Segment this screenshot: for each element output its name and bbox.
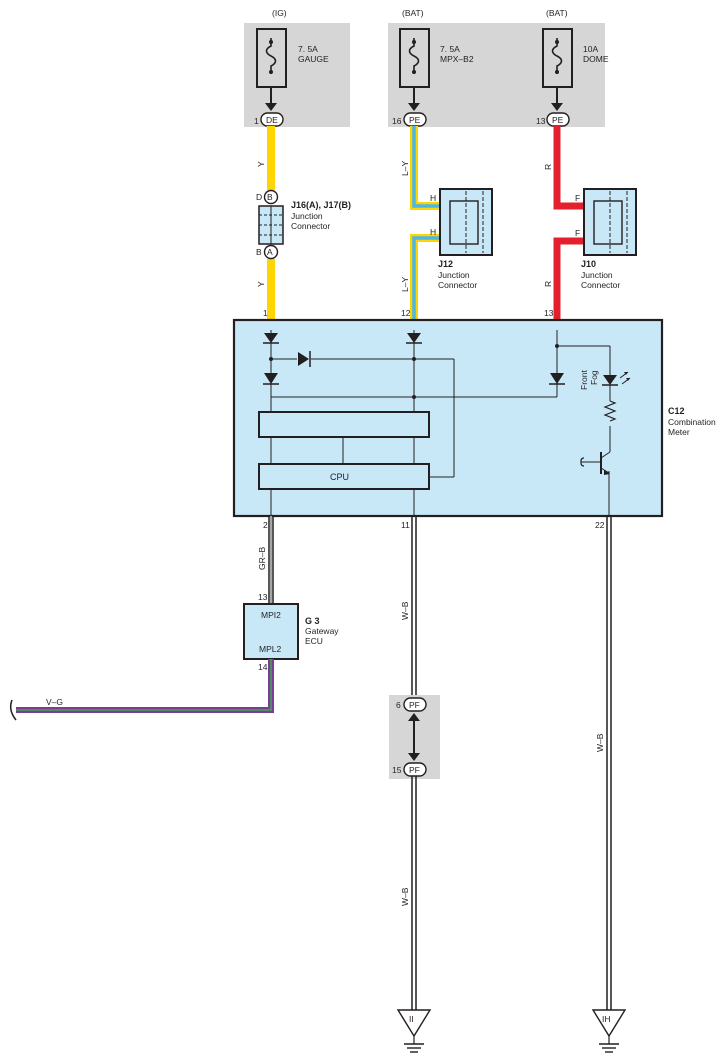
transistor-icon	[580, 451, 611, 474]
gateway-pin-top: 13	[258, 592, 268, 602]
fuse-dome-name: DOME	[583, 54, 609, 64]
indicator-label-front: Front	[579, 370, 589, 390]
fuse-box-bat2-label: (BAT)	[546, 8, 568, 18]
ground-ih-label: IH	[602, 1014, 611, 1024]
fuse-mpx-connector: PE	[409, 115, 421, 125]
wire-r: R R	[543, 126, 584, 320]
fuse-mpx-pin: 16	[392, 116, 402, 126]
meter-pin-11: 11	[401, 520, 410, 530]
wire-ly-label-bottom: L–Y	[400, 277, 410, 292]
j10-pin-a: F	[575, 193, 580, 203]
gateway-ecu: 13 14 MPI2 MPL2 G 3 Gateway ECU	[243, 592, 339, 672]
meter-pin-22: 22	[595, 520, 605, 530]
gateway-pin-bottom: 14	[258, 662, 268, 672]
resistor-icon	[603, 400, 617, 422]
fuse-box-bat1-label: (BAT)	[402, 8, 424, 18]
wire-ly-label-top: L–Y	[400, 161, 410, 176]
front-fog-indicator-icon	[602, 371, 631, 386]
meter-cpu-block	[258, 463, 430, 490]
wire-grb: GR–B	[257, 516, 274, 604]
fuse-dome-pin: 13	[536, 116, 546, 126]
wire-wb-lower-label: W–B	[400, 887, 410, 906]
meter-diodes	[263, 333, 565, 385]
wire-wb-meter-label: W–B	[400, 601, 410, 620]
wire-wb-lower: W–B	[400, 776, 417, 1010]
fuse-dome-rating: 10A	[583, 44, 598, 54]
ground-ih-icon: IH	[591, 1009, 627, 1053]
pf-connector: 6 PF 15 PF	[389, 695, 440, 779]
junction-j16: B D A B J16(A), J17(B) Junction Connecto…	[256, 189, 351, 260]
fuse-mpx-name: MPX–B2	[440, 54, 474, 64]
meter-line2: Meter	[668, 427, 690, 437]
j16-pin-bottom: A	[267, 247, 273, 257]
wire-wb-middle: W–B	[400, 516, 417, 700]
j12-line2: Connector	[438, 280, 477, 290]
junction-j10: F F J10 Junction Connector	[575, 188, 637, 290]
gateway-port-bottom: MPL2	[259, 644, 281, 654]
gateway-line2: ECU	[305, 636, 323, 646]
wire-vg-label: V–G	[46, 697, 63, 707]
fuse-gauge-connector: DE	[266, 115, 278, 125]
gateway-port-top: MPI2	[261, 610, 281, 620]
wire-wb-right-label: W–B	[595, 733, 605, 752]
combination-meter: 1 12 13 2 11 22 C12 Combination Meter	[232, 308, 716, 530]
j10-pin-b: F	[575, 228, 580, 238]
j16-pin-top: B	[267, 192, 273, 202]
fuse-gauge-rating: 7. 5A	[298, 44, 318, 54]
ground-ii-label: II	[409, 1014, 414, 1024]
j10-title: J10	[581, 259, 596, 269]
j12-title: J12	[438, 259, 453, 269]
meter-pin-2: 2	[263, 520, 268, 530]
ground-ii-icon: II	[396, 1009, 432, 1053]
junction-j12: H H J12 Junction Connector	[430, 188, 493, 290]
wire-r-label-bottom: R	[543, 281, 553, 287]
gateway-title: G 3	[305, 616, 320, 626]
j12-line1: Junction	[438, 270, 470, 280]
fuse-box-ig-label: (IG)	[272, 8, 287, 18]
j16-line2: Connector	[291, 221, 330, 231]
wire-y: Y Y	[256, 126, 275, 320]
j10-line2: Connector	[581, 280, 620, 290]
j12-pin-a: H	[430, 193, 436, 203]
wire-vg: V–G	[9, 659, 274, 721]
wire-grb-label: GR–B	[257, 547, 267, 570]
fuse-box-ig: (IG) 7. 5A GAUGE 1 DE	[244, 8, 350, 127]
wire-ly: L–Y L–Y	[400, 126, 440, 320]
meter-pin-13: 13	[544, 308, 554, 318]
j10-line1: Junction	[581, 270, 613, 280]
j12-pin-b: H	[430, 227, 436, 237]
meter-cpu-label: CPU	[330, 472, 349, 482]
wire-y-label-top: Y	[256, 161, 266, 167]
j16-pin-bottom-letter: B	[256, 247, 262, 257]
j16-line1: Junction	[291, 211, 323, 221]
fuse-dome-connector: PE	[552, 115, 564, 125]
fuse-mpx-rating: 7. 5A	[440, 44, 460, 54]
meter-line1: Combination	[668, 417, 716, 427]
wire-wb-right: W–B	[595, 516, 612, 1010]
j16-pin-top-letter: D	[256, 192, 262, 202]
meter-pin-1: 1	[263, 308, 268, 318]
junction-dots	[269, 344, 559, 399]
gateway-line1: Gateway	[305, 626, 339, 636]
pf-pin-top: 6	[396, 700, 401, 710]
wire-r-label-top: R	[543, 164, 553, 170]
indicator-label-fog: Fog	[589, 370, 599, 385]
fuse-gauge-name: GAUGE	[298, 54, 329, 64]
meter-title: C12	[668, 406, 685, 416]
wire-y-label-bottom: Y	[256, 281, 266, 287]
pf-connector-bottom: PF	[409, 765, 420, 775]
pf-pin-bottom: 15	[392, 765, 402, 775]
meter-pin-12: 12	[401, 308, 411, 318]
j16-title: J16(A), J17(B)	[291, 200, 351, 210]
meter-logic-block	[258, 411, 430, 438]
fuse-box-bat: (BAT) (BAT) 7. 5A MPX–B2 16 PE 10A DOME …	[388, 8, 609, 127]
fuse-gauge-pin: 1	[254, 116, 259, 126]
pf-connector-top: PF	[409, 700, 420, 710]
